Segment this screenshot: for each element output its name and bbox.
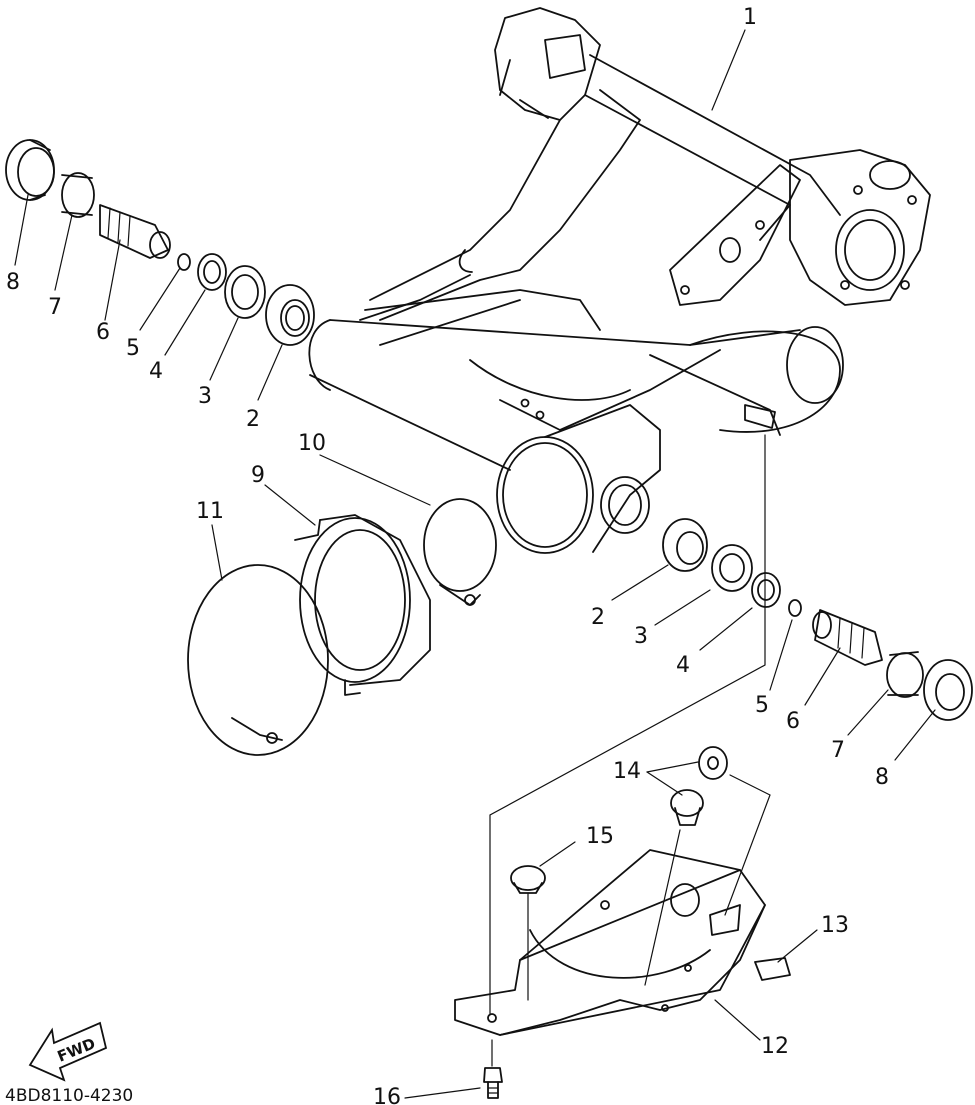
callout-8-right: 8 (875, 765, 889, 790)
callout-12: 12 (761, 1034, 789, 1059)
band-10 (423, 498, 497, 606)
callout-14: 14 (613, 759, 641, 784)
collar-7-left (61, 172, 95, 218)
band-11 (187, 564, 329, 756)
callout-5-left: 5 (126, 336, 140, 361)
plug-15 (510, 865, 546, 894)
oil-seal-3-left (224, 265, 266, 319)
swingarm-part-1 (308, 7, 931, 554)
oring-5-left (177, 253, 191, 271)
callout-7-left: 7 (48, 295, 62, 320)
cover-plate-12 (454, 849, 766, 1036)
callout-4-right: 4 (676, 653, 690, 678)
callout-10: 10 (298, 431, 326, 456)
pivot-shaft-6-left (99, 204, 171, 259)
rubber-boot-9 (294, 514, 431, 696)
oil-seal-3-right (711, 544, 753, 592)
callout-3-left: 3 (198, 384, 212, 409)
diagram-code: 4BD8110-4230 (5, 1086, 133, 1105)
pad-13 (754, 957, 791, 981)
callout-9: 9 (251, 463, 265, 488)
callout-4-left: 4 (149, 359, 163, 384)
callout-6-left: 6 (96, 320, 110, 345)
callout-13: 13 (821, 913, 849, 938)
bolt-16 (483, 1067, 503, 1099)
callout-1: 1 (743, 5, 757, 30)
bearing-2-right (662, 518, 708, 572)
dust-seal-8-right (923, 659, 973, 721)
callout-5-right: 5 (755, 693, 769, 718)
callout-2-right: 2 (591, 605, 605, 630)
washer-4-left (197, 253, 227, 291)
callout-16: 16 (373, 1085, 401, 1105)
collar-7-right (886, 651, 924, 698)
washer-4-right (751, 572, 781, 608)
bearing-2-left (265, 284, 315, 346)
callout-3-right: 3 (634, 624, 648, 649)
oring-5-right (788, 599, 802, 617)
left-pivot-hardware (5, 139, 315, 346)
callout-8-left: 8 (6, 270, 20, 295)
dust-seal-8-left (5, 139, 55, 201)
callout-labels: 1 8 7 6 5 4 3 2 10 9 11 2 3 4 5 6 7 8 14… (6, 5, 889, 1105)
leader-lines (14, 29, 936, 1099)
callout-15: 15 (586, 824, 614, 849)
fwd-arrow: FWD (28, 1021, 108, 1082)
callout-2-left: 2 (246, 407, 260, 432)
callout-7-right: 7 (831, 738, 845, 763)
pivot-shaft-6-right (812, 609, 883, 666)
grommet-14-lower (670, 789, 704, 826)
callout-6-right: 6 (786, 709, 800, 734)
callout-11: 11 (196, 499, 224, 524)
right-pivot-hardware (662, 518, 973, 721)
grommet-14-upper (698, 746, 728, 780)
